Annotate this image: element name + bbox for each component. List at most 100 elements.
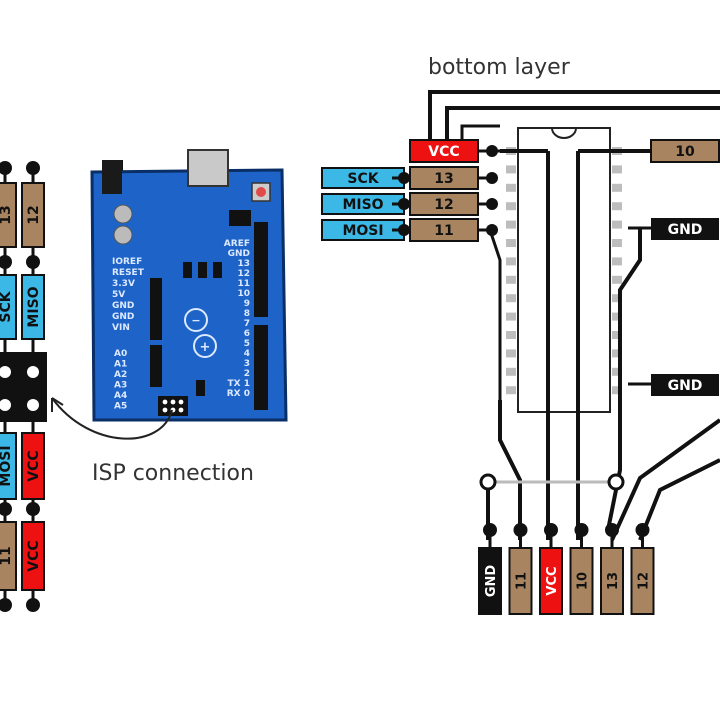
arduino-left-label: IOREF [112,257,142,267]
right-pin-10: 10 [675,144,695,160]
bottom-header-label: 11 [515,572,530,590]
bottom-header-label: GND [484,565,499,598]
bottom-header-pin [569,547,594,615]
right-vcc-label: VCC [428,144,459,160]
chip-pad-right [612,239,622,247]
arduino-left-label: GND [112,312,134,322]
chip-pad-left [506,386,516,395]
icsp-header-icon [158,396,188,416]
right-mosi-label: MOSI [342,223,383,239]
arduino-left-label: VIN [112,323,130,333]
bottom-header-label: 12 [637,572,652,590]
chip-pad-right [612,349,622,358]
arduino-right-label: 11 [237,279,250,289]
right-gnd-bottom-label: GND [668,378,703,394]
chip-pad-right [612,257,622,266]
arduino-right-label: 8 [244,309,250,319]
bottom-header-pin [508,547,533,615]
chip-pad-right [612,386,622,395]
arduino-right-label: TX 1 [228,379,250,389]
bottom-header-label: 13 [606,572,621,590]
chip-pad-left [506,220,516,229]
left-pin-12: 12 [26,205,42,224]
chip-pad-left [506,202,516,211]
arduino-analog-label: A4 [114,391,127,401]
arduino-right-label: 7 [244,319,250,329]
left-mosi-label: MOSI [0,445,14,486]
bottom-header-label: 10 [576,572,591,590]
chip-pad-left [506,349,516,358]
bottom-layer-wiring: SCK MISO MOSI VCC 13 12 11 [321,90,720,541]
chip-pad-right [612,331,622,339]
arduino-analog-label: A3 [114,381,127,391]
arduino-right-label: AREF [224,239,250,249]
chip-pad-left [506,367,516,376]
arduino-analog-label: A5 [114,402,127,412]
arduino-right-label: 9 [244,299,250,309]
chip-pad-left [506,275,516,284]
arduino-left-label: 5V [112,290,125,300]
left-vcc-bottom-label: VCC [26,540,42,571]
left-pin-13: 13 [0,205,14,224]
arduino-analog-label: A1 [114,360,127,370]
chip-pad-left [506,312,516,321]
arduino-right-label: 3 [244,359,250,369]
chip-pad-right [612,367,622,376]
left-miso-label: MISO [26,286,42,327]
chip-pad-right [612,220,622,229]
bottom-header-pin [600,547,624,615]
bottom-header-pin [630,547,655,615]
arduino-analog-label: A2 [114,370,127,380]
left-sck-label: SCK [0,290,14,322]
chip-pad-left [506,165,516,174]
bottom-header-pin [539,547,563,615]
arduino-right-label: GND [228,249,250,259]
arduino-right-label: 6 [244,329,250,339]
right-pin-12: 12 [434,197,453,213]
chip-pad-left [506,257,516,266]
isp-header-block [0,352,47,422]
arduino-left-label: GND [112,301,134,311]
chip-pad-right [612,275,622,284]
arduino-right-label: 4 [244,349,250,359]
bottom-header-pin [478,547,502,615]
isp-connection-caption: ISP connection [92,461,254,486]
left-pin-11: 11 [0,546,14,565]
arduino-right-label: 5 [244,339,250,349]
bottom-layer-caption: bottom layer [428,55,571,80]
right-pin-11: 11 [434,223,453,239]
chip-pad-right [612,165,622,174]
right-miso-label: MISO [342,197,383,213]
arduino-right-label: 10 [237,289,250,299]
chip-pad-right [612,294,622,303]
arduino-left-label: RESET [112,268,145,278]
isp-arrow [51,397,173,440]
arduino-right-label: 2 [244,369,250,379]
arduino-right-label: RX 0 [227,389,250,399]
right-gnd-top-label: GND [668,222,703,238]
svg-text:+: + [200,340,211,355]
left-vcc-top-label: VCC [26,450,42,481]
right-pin-13: 13 [434,171,453,187]
atmega-chip-outline [517,127,611,413]
chip-pad-left [506,183,516,192]
chip-pad-left [506,239,516,247]
arduino-left-label: 3.3V [112,279,135,289]
svg-text:−: − [191,314,200,327]
chip-pad-left [506,294,516,303]
chip-pad-right [612,183,622,192]
arduino-analog-label: A0 [114,349,127,359]
arduino-right-label: 13 [237,259,250,269]
chip-pad-left [506,331,516,339]
left-pin-header: 13 12 SCK MISO MOSI VCC 11 VCC [0,161,47,612]
right-sck-label: SCK [347,171,379,187]
bottom-pin-header: GND 11 VCC 10 13 12 [478,523,655,615]
chip-pad-right [612,202,622,211]
bottom-header-label: VCC [545,566,560,595]
arduino-right-label: 12 [237,269,250,279]
